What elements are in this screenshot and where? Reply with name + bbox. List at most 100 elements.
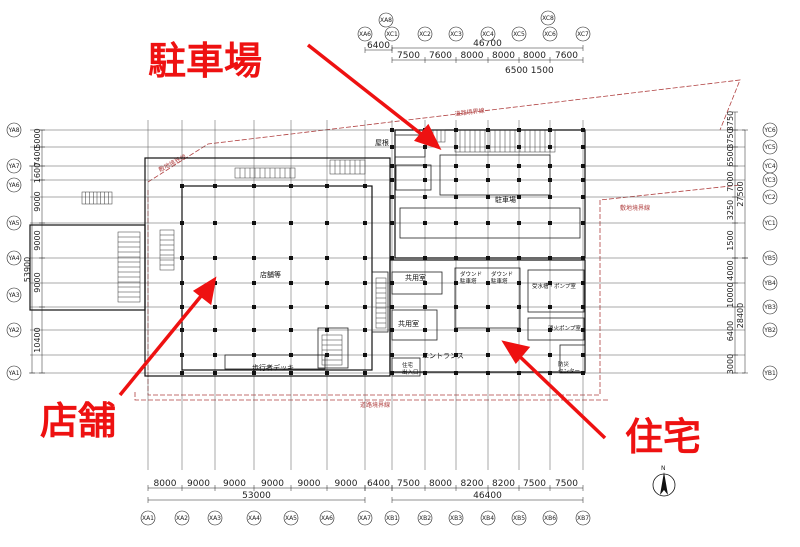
axis-label: XA6: [359, 31, 371, 38]
column: [548, 281, 552, 285]
dimension-label: 7600: [429, 51, 452, 61]
column: [363, 328, 367, 332]
column: [454, 145, 458, 149]
stair-outline: [329, 159, 366, 175]
axis-label: XA8: [380, 17, 392, 24]
column: [454, 305, 458, 309]
column: [423, 221, 427, 225]
room-parking: 駐車場: [495, 195, 516, 204]
axis-bubble: [6, 122, 22, 138]
axis-label: YA3: [7, 292, 19, 299]
column: [454, 371, 458, 375]
column: [486, 195, 490, 199]
axis-label: YA2: [7, 327, 19, 334]
column: [363, 353, 367, 357]
axis-bubble: [384, 510, 400, 526]
dimension-label: 7600: [555, 51, 578, 61]
column: [252, 328, 256, 332]
column: [581, 328, 585, 332]
column: [517, 371, 521, 375]
column: [213, 221, 217, 225]
column: [325, 256, 329, 260]
column: [423, 145, 427, 149]
column: [486, 305, 490, 309]
axis-bubble: [283, 510, 299, 526]
column: [517, 195, 521, 199]
column: [517, 256, 521, 260]
column: [454, 256, 458, 260]
column: [390, 328, 394, 332]
room-retail-floor: 店舗等: [260, 270, 281, 279]
axis-bubble: [540, 10, 556, 26]
column: [213, 256, 217, 260]
axis-bubble: [319, 510, 335, 526]
dimension-label: 53000: [242, 491, 271, 501]
column: [423, 178, 427, 182]
column: [325, 305, 329, 309]
room-roof: 屋根: [375, 138, 389, 147]
column: [252, 305, 256, 309]
axis-label: XC3: [450, 31, 462, 38]
dimension-label: 8200: [492, 479, 515, 489]
axis-bubble: [762, 299, 778, 315]
column: [390, 256, 394, 260]
axis-bubble: [575, 510, 591, 526]
column: [363, 221, 367, 225]
column: [581, 164, 585, 168]
axis-bubble: [762, 275, 778, 291]
column: [454, 281, 458, 285]
column: [423, 164, 427, 168]
axis-label: YC1: [763, 220, 776, 227]
column: [252, 221, 256, 225]
axis-label: XC8: [542, 15, 554, 22]
column: [517, 128, 521, 132]
axis-label: YB3: [763, 304, 776, 311]
callout-residence: 住宅: [625, 415, 702, 459]
axis-label: YB5: [763, 255, 776, 262]
room-disaster-center: 防災センター: [558, 360, 580, 375]
dimension-label: 3250: [726, 200, 735, 220]
room-common-1: 共用室: [405, 273, 426, 282]
column: [581, 195, 585, 199]
column: [517, 281, 521, 285]
axis-label: XB3: [450, 515, 462, 522]
column: [325, 281, 329, 285]
arrow-parking: [306, 43, 427, 139]
column: [325, 328, 329, 332]
callout-arrows: [118, 43, 607, 440]
column: [390, 164, 394, 168]
room-entrance: エントランス: [422, 352, 464, 360]
column: [213, 184, 217, 188]
column: [581, 305, 585, 309]
column: [213, 371, 217, 375]
column: [517, 164, 521, 168]
dimension-label: 3000: [726, 354, 735, 374]
dimension-label: 6400: [367, 41, 390, 51]
column: [213, 328, 217, 332]
column: [486, 371, 490, 375]
column: [180, 256, 184, 260]
column: [486, 328, 490, 332]
axis-bubble: [357, 26, 373, 42]
axis-label: XC4: [482, 31, 494, 38]
room-labels: 店舗等 駐車場 屋根 歩行者デッキ 共用室 共用室 エントランス 住宅出入口 ダ…: [252, 138, 581, 376]
axis-bubble: [378, 12, 394, 28]
axis-label: XA3: [209, 515, 221, 522]
dimension-label: 5000: [33, 128, 42, 148]
column: [454, 128, 458, 132]
column: [325, 353, 329, 357]
column: [454, 195, 458, 199]
column: [390, 281, 394, 285]
axis-label: YC2: [763, 194, 776, 201]
column: [180, 371, 184, 375]
column: [423, 353, 427, 357]
dimension-label: 7500: [397, 479, 420, 489]
building-outlines: [29, 129, 586, 377]
axis-label: XC6: [544, 31, 556, 38]
column: [548, 305, 552, 309]
axis-label: XA5: [285, 515, 297, 522]
column: [390, 305, 394, 309]
axis-label: YA7: [7, 163, 19, 170]
axis-label: YB2: [763, 327, 776, 334]
